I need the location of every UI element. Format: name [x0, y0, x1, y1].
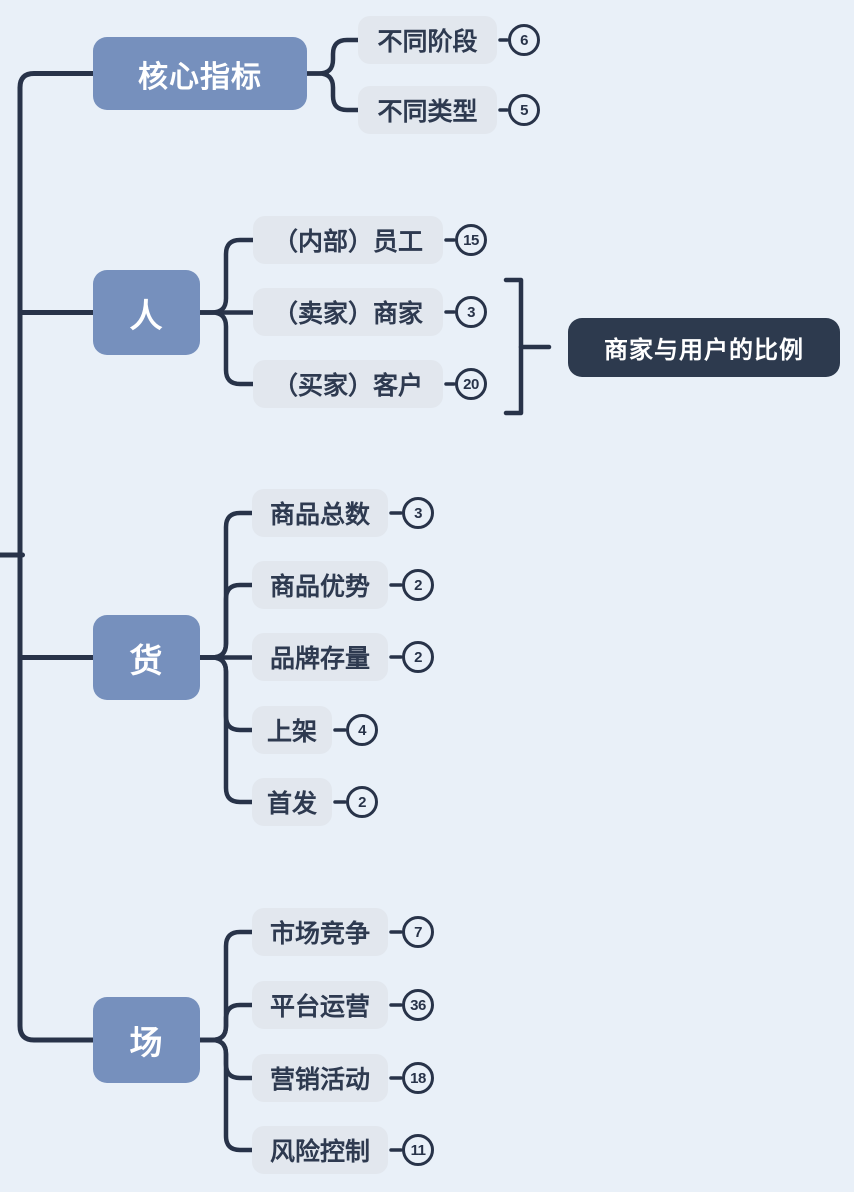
child-connector [197, 1037, 255, 1153]
count-badge[interactable]: 36 [402, 989, 434, 1021]
topic-node[interactable]: 首发 [252, 778, 332, 826]
count-badge[interactable]: 2 [346, 786, 378, 818]
trunk-connector [17, 71, 96, 1043]
child-connector [197, 582, 255, 660]
count-badge[interactable]: 2 [402, 641, 434, 673]
count-badge[interactable]: 5 [508, 94, 540, 126]
topic-node[interactable]: （买家）客户 [253, 360, 443, 408]
count-badge[interactable]: 3 [402, 497, 434, 529]
topic-node[interactable]: （卖家）商家 [253, 288, 443, 336]
topic-node[interactable]: 平台运营 [252, 981, 388, 1029]
topic-node[interactable]: 上架 [252, 706, 332, 754]
topic-node[interactable]: 不同阶段 [358, 16, 497, 64]
child-connector [197, 1002, 255, 1043]
child-connector [197, 1037, 255, 1081]
count-badge[interactable]: 6 [508, 24, 540, 56]
branch-node-field[interactable]: 场 [93, 997, 200, 1083]
count-badge[interactable]: 4 [346, 714, 378, 746]
child-connector [197, 655, 255, 733]
branch-node-goods[interactable]: 货 [93, 615, 200, 700]
count-badge[interactable]: 7 [402, 916, 434, 948]
topic-node[interactable]: 市场竞争 [252, 908, 388, 956]
topic-node[interactable]: 不同类型 [358, 86, 497, 134]
count-badge[interactable]: 2 [402, 569, 434, 601]
summary-callout[interactable]: 商家与用户的比例 [568, 318, 840, 377]
count-badge[interactable]: 11 [402, 1134, 434, 1166]
summary-bracket [503, 277, 524, 416]
child-connector [304, 71, 361, 113]
child-connector [197, 510, 255, 660]
topic-node[interactable]: （内部）员工 [253, 216, 443, 264]
topic-node[interactable]: 品牌存量 [252, 633, 388, 681]
child-connector [197, 310, 256, 387]
topic-node[interactable]: 营销活动 [252, 1054, 388, 1102]
topic-node[interactable]: 商品总数 [252, 489, 388, 537]
topic-node[interactable]: 风险控制 [252, 1126, 388, 1174]
count-badge[interactable]: 15 [455, 224, 487, 256]
child-connector [304, 37, 361, 76]
count-badge[interactable]: 20 [455, 368, 487, 400]
child-connector [197, 929, 255, 1043]
child-connector [197, 237, 256, 315]
count-badge[interactable]: 3 [455, 296, 487, 328]
count-badge[interactable]: 18 [402, 1062, 434, 1094]
topic-node[interactable]: 商品优势 [252, 561, 388, 609]
branch-node-people[interactable]: 人 [93, 270, 200, 355]
child-connector [197, 655, 255, 805]
branch-node-core-metrics[interactable]: 核心指标 [93, 37, 307, 110]
